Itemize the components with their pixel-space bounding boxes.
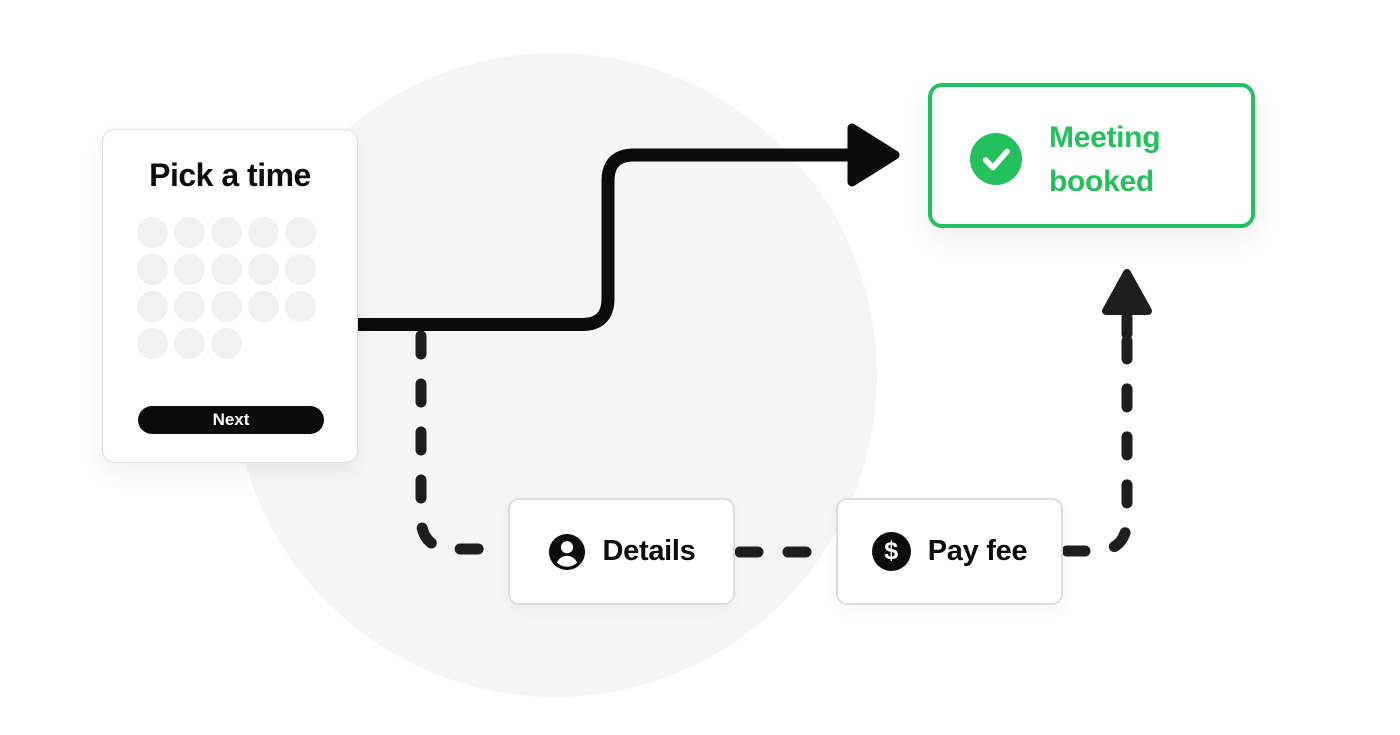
time-slot-dot bbox=[285, 217, 316, 248]
next-button[interactable]: Next bbox=[138, 406, 324, 434]
check-icon bbox=[970, 133, 1022, 185]
time-slot-dot bbox=[137, 328, 168, 359]
time-slot-dot bbox=[248, 291, 279, 322]
time-slot-dot bbox=[137, 291, 168, 322]
person-icon bbox=[548, 533, 585, 570]
time-slot-dot bbox=[174, 328, 205, 359]
details-card: Details bbox=[508, 498, 735, 605]
pick-time-title: Pick a time bbox=[149, 157, 311, 193]
meeting-booked-card: Meeting booked bbox=[928, 83, 1255, 228]
dashed-line-payfee-up bbox=[1061, 334, 1133, 557]
time-slot-dot bbox=[137, 217, 168, 248]
dashed-line-to-details bbox=[415, 330, 508, 555]
time-slot-dot bbox=[137, 254, 168, 285]
time-slot-dot bbox=[248, 217, 279, 248]
time-slot-dot bbox=[174, 254, 205, 285]
solid-arrowhead-right-icon bbox=[847, 123, 900, 187]
time-slot-dot bbox=[211, 217, 242, 248]
time-slot-dot bbox=[285, 291, 316, 322]
time-slot-dot bbox=[174, 291, 205, 322]
time-slot-dot bbox=[248, 254, 279, 285]
time-slot-dot bbox=[211, 254, 242, 285]
time-slot-dot bbox=[174, 217, 205, 248]
pick-time-card: Pick a time Next bbox=[102, 129, 358, 463]
time-slot-dot bbox=[285, 254, 316, 285]
dollar-icon: $ bbox=[871, 532, 911, 571]
meeting-booked-label: Meeting booked bbox=[1049, 121, 1161, 198]
pay-fee-label: Pay fee bbox=[927, 535, 1028, 567]
dashed-arrowhead-up-icon bbox=[1102, 269, 1152, 315]
details-label: Details bbox=[602, 535, 696, 567]
pay-fee-card: $ Pay fee bbox=[836, 498, 1063, 605]
time-slot-dot bbox=[211, 291, 242, 322]
solid-flow-line bbox=[358, 148, 850, 331]
time-slot-grid bbox=[137, 217, 316, 359]
time-slot-dot bbox=[211, 328, 242, 359]
